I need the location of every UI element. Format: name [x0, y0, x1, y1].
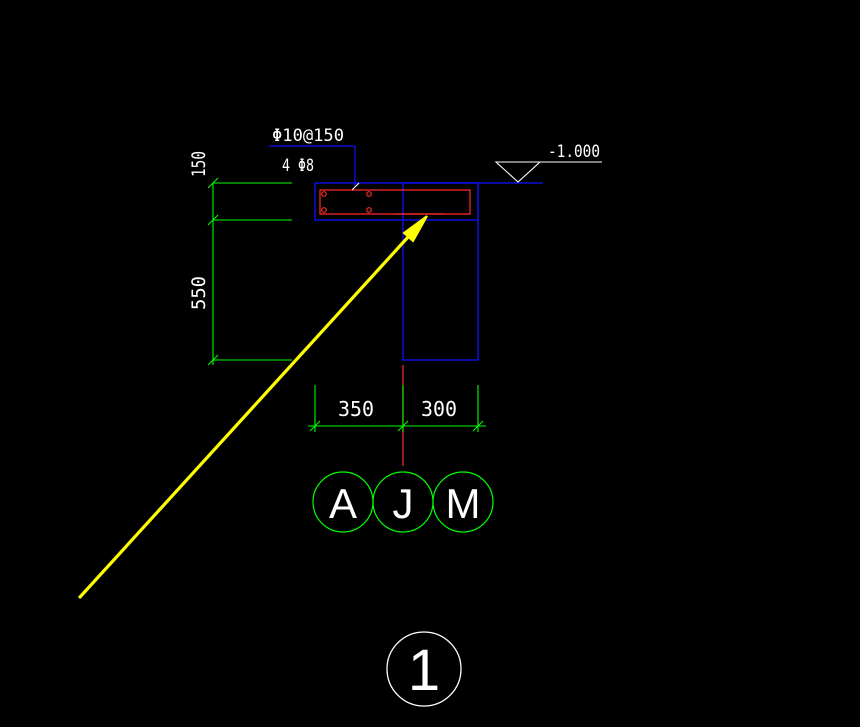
dim-tick [309, 420, 321, 432]
rebar-dot [366, 191, 372, 197]
arrow-shaft [78, 234, 411, 599]
dim-left-width: 350 [338, 397, 374, 421]
web-outline [402, 182, 479, 361]
rebar-dot [321, 191, 327, 197]
horizontal-dimensions [308, 385, 486, 432]
section-outline [314, 182, 543, 361]
axis-bubble-right [432, 471, 494, 533]
axis-label-middle: J [393, 480, 414, 527]
rebar-dot [321, 207, 327, 213]
dim-tick [207, 177, 219, 189]
rebar-dot [366, 207, 372, 213]
dim-top-thickness: 150 [188, 151, 210, 177]
detail-marker: 1 [386, 631, 462, 707]
stirrup-outline [319, 189, 471, 215]
dim-tick [397, 420, 409, 432]
vertical-dimensions [207, 177, 292, 366]
dim-beam-height: 550 [188, 276, 210, 310]
grid-axis-bubbles: A J M [312, 471, 494, 533]
axis-label-left: A [329, 480, 357, 527]
axis-label-right: M [446, 480, 481, 527]
bars-label: 4 Φ8 [282, 156, 314, 176]
annotation-arrow-icon [78, 215, 428, 599]
dim-tick [472, 420, 484, 432]
leader-tick [351, 182, 360, 191]
dim-tick [207, 214, 219, 226]
elevation-marker: -1.000 [494, 142, 602, 183]
elevation-triangle [494, 161, 542, 183]
arrow-head [402, 215, 428, 243]
dim-right-width: 300 [421, 397, 457, 421]
stirrup-label: Φ10@150 [272, 126, 344, 146]
elevation-label: -1.000 [548, 142, 600, 162]
detail-circle [386, 631, 462, 707]
rebar-group [319, 189, 471, 466]
dim-tick [207, 354, 219, 366]
detail-number: 1 [408, 638, 440, 703]
rebar-leader [269, 145, 356, 186]
